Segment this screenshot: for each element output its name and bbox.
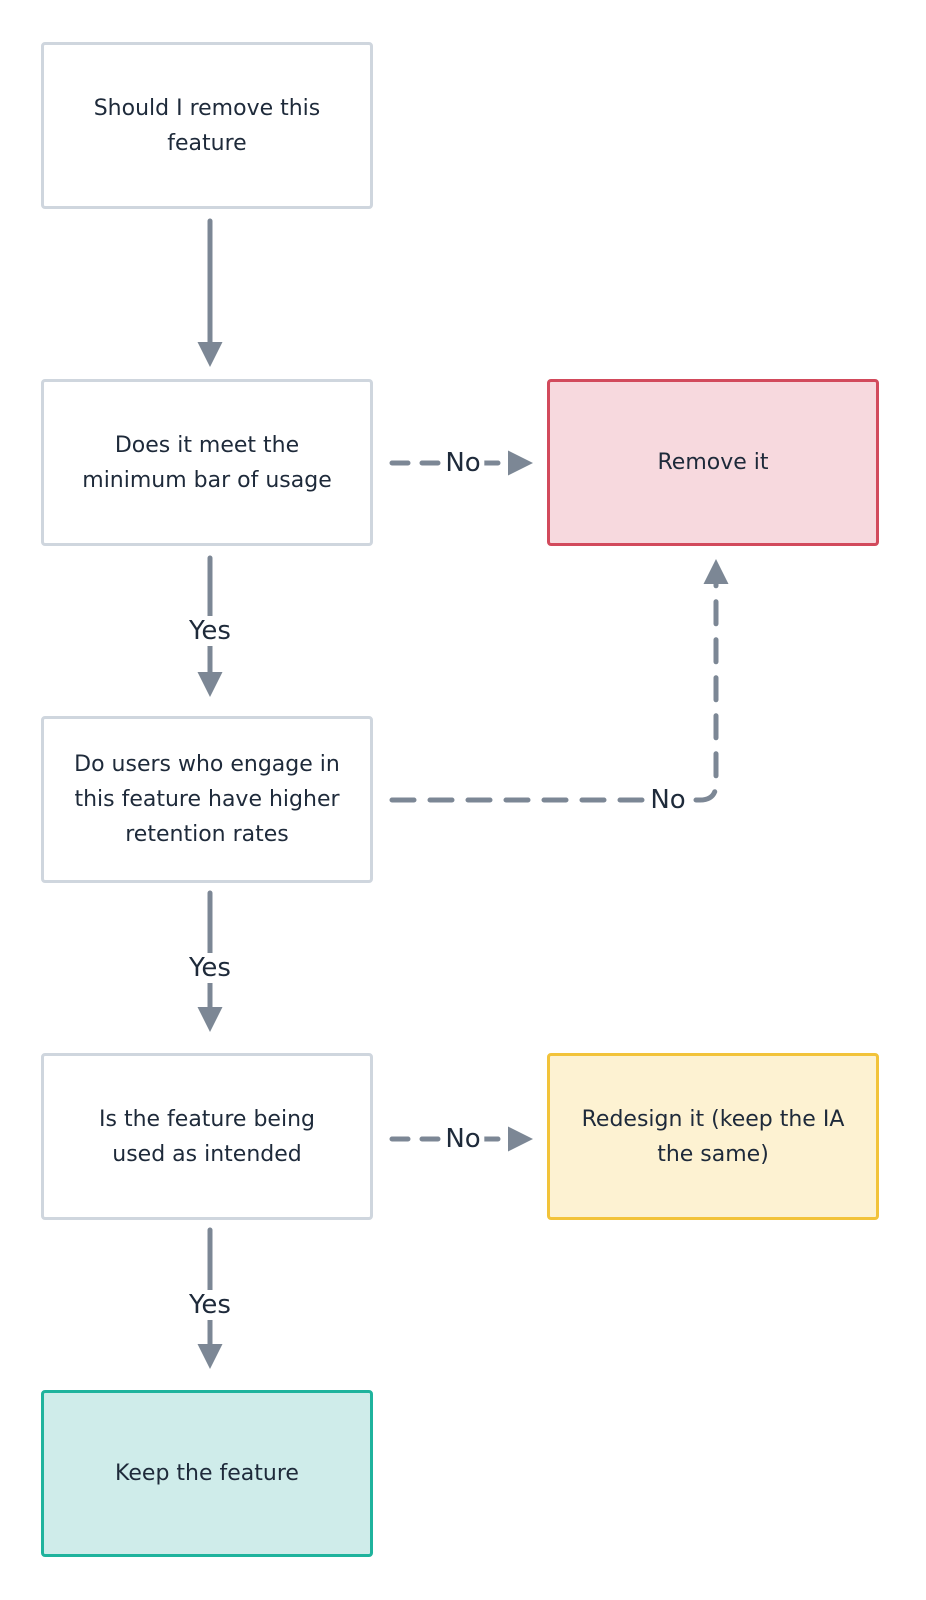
node-redesign-it: Redesign it (keep the IA the same) bbox=[547, 1053, 879, 1220]
node-start: Should I remove this feature bbox=[41, 42, 373, 209]
edge-label-intended-yes: Yes bbox=[185, 1290, 235, 1320]
node-usage-check-label: Does it meet the minimum bar of usage bbox=[82, 432, 332, 493]
node-remove-it: Remove it bbox=[547, 379, 879, 546]
node-keep-feature: Keep the feature bbox=[41, 1390, 373, 1557]
node-retention-check: Do users who engage in this feature have… bbox=[41, 716, 373, 883]
node-start-label: Should I remove this feature bbox=[93, 95, 321, 156]
edge-label-intended-no: No bbox=[441, 1124, 485, 1154]
edge-label-usage-no: No bbox=[441, 448, 485, 478]
node-keep-feature-label: Keep the feature bbox=[115, 1461, 299, 1486]
node-intended-check-label: Is the feature being used as intended bbox=[99, 1106, 315, 1167]
edge-label-retention-no: No bbox=[646, 785, 690, 815]
node-usage-check: Does it meet the minimum bar of usage bbox=[41, 379, 373, 546]
edge-label-usage-yes: Yes bbox=[185, 616, 235, 646]
node-retention-check-label: Do users who engage in this feature have… bbox=[74, 752, 340, 847]
node-remove-it-label: Remove it bbox=[657, 450, 769, 475]
node-redesign-it-label: Redesign it (keep the IA the same) bbox=[581, 1106, 845, 1167]
node-intended-check: Is the feature being used as intended bbox=[41, 1053, 373, 1220]
edge-label-retention-yes: Yes bbox=[185, 953, 235, 983]
connector-retention-no bbox=[389, 559, 729, 803]
